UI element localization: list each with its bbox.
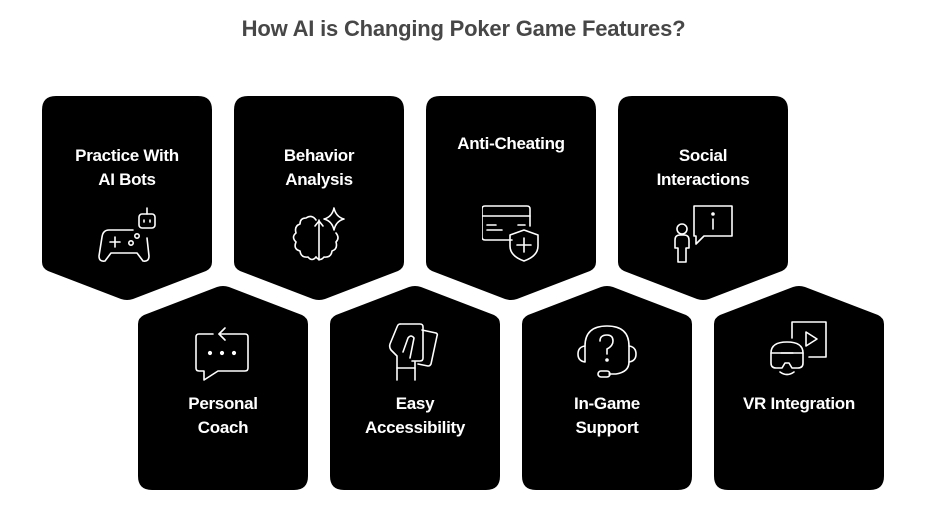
card-shape: [234, 96, 404, 300]
card-shape: [42, 96, 212, 300]
card-label: VR Integration: [743, 394, 855, 413]
person-info-bubble-icon: [670, 204, 736, 266]
card-shape: [426, 96, 596, 300]
card-shape: [618, 96, 788, 300]
card-shape: [330, 286, 500, 490]
gamepad-robot-icon: [97, 206, 159, 268]
brain-sparkle-icon: [290, 206, 352, 268]
card-shape: [138, 286, 308, 490]
card-shape: [714, 286, 884, 490]
vr-headset-play-icon: [768, 320, 830, 378]
page-title: How AI is Changing Poker Game Features?: [241, 16, 686, 41]
feature-card-vr-integration: VR Integration: [714, 284, 884, 490]
feature-card-anti-cheating: Anti-Cheating: [426, 96, 596, 302]
hand-cards-icon: [388, 322, 444, 384]
card-label: Anti-Cheating: [457, 134, 565, 153]
card-shape: [522, 286, 692, 490]
card-shield-icon: [482, 204, 544, 266]
headset-question-icon: [576, 324, 638, 382]
chat-reply-icon: [194, 324, 254, 384]
